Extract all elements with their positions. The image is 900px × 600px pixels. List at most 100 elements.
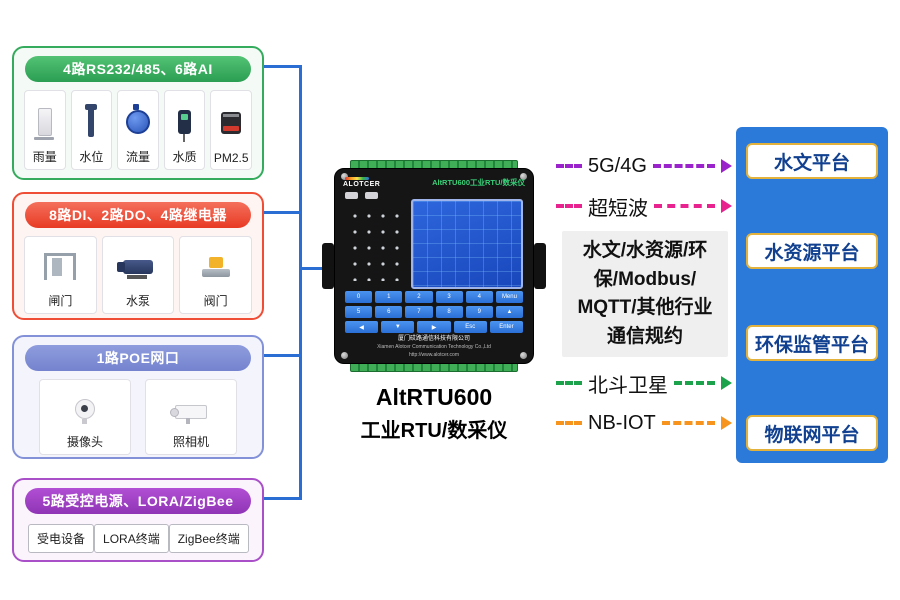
- device-type: 工业RTU/数采仪: [360, 420, 508, 442]
- dashed-line: [556, 421, 582, 425]
- link-label: NB-IOT: [588, 411, 656, 434]
- actuator-card: 水泵: [101, 236, 175, 314]
- platform-box-water-resources: 水资源平台: [746, 233, 878, 269]
- sensor-card: 雨量: [24, 90, 66, 170]
- group-header: 1路POE网口: [25, 345, 251, 371]
- pm25-sensor-image: [213, 95, 249, 151]
- water-quality-meter-image: [167, 95, 203, 148]
- device-header-strip: ALOTCER AltRTU600工业RTU/数采仪: [343, 174, 525, 190]
- device-button: [345, 192, 358, 199]
- connector-line-group3: [264, 354, 302, 357]
- link-nb-iot: NB-IOT: [556, 410, 732, 436]
- camera-card: 照相机: [145, 379, 237, 455]
- sensor-label: 水质: [172, 150, 197, 164]
- keypad-key: 1: [375, 291, 403, 303]
- led-indicator-grid: [345, 205, 403, 281]
- keypad-key: ▶: [417, 321, 451, 333]
- keypad-key: 5: [345, 306, 373, 318]
- protocol-line: MQTT/其他行业: [577, 297, 713, 318]
- rain-gauge-image: [27, 95, 63, 148]
- endpoint-row: 受电设备 LORA终端 ZigBee终端: [14, 514, 262, 553]
- camera-row: 摄像头 照相机: [14, 371, 262, 455]
- water-pump-image: [105, 241, 172, 292]
- keypad-key: 6: [375, 306, 403, 318]
- sensor-card: 水位: [70, 90, 113, 170]
- group-analog-inputs: 4路RS232/485、6路AI 雨量 水位 流量 水质 PM2.5: [12, 46, 264, 180]
- connector-line-device: [299, 267, 327, 270]
- keypad-key: ▲: [495, 306, 524, 318]
- sensor-label: 流量: [125, 150, 150, 164]
- sensor-row: 雨量 水位 流量 水质 PM2.5: [14, 82, 262, 170]
- brand-logo: ALOTCER: [343, 176, 380, 188]
- camera-label: 照相机: [172, 435, 209, 449]
- keypad-key: Enter: [489, 321, 524, 333]
- actuator-card: 闸门: [24, 236, 97, 314]
- connector-bus-line: [299, 65, 302, 500]
- link-ultrashort-wave: 超短波: [556, 193, 732, 220]
- endpoint-chip: 受电设备: [28, 524, 95, 553]
- platform-box-hydrology: 水文平台: [746, 143, 878, 179]
- actuator-label: 闸门: [48, 294, 73, 308]
- keypad-key: 7: [405, 306, 433, 318]
- group-header: 5路受控电源、LORA/ZigBee: [25, 488, 251, 514]
- group-poe-port: 1路POE网口 摄像头 照相机: [12, 335, 264, 459]
- endpoint-chip: LORA终端: [94, 524, 169, 553]
- platform-box-iot: 物联网平台: [746, 415, 878, 451]
- actuator-card: 阀门: [179, 236, 253, 314]
- arrowhead-icon: [721, 159, 732, 173]
- sensor-label: PM2.5: [213, 151, 249, 165]
- keypad-key: ▼: [381, 321, 415, 333]
- sensor-card: 水质: [163, 90, 206, 170]
- sensor-label: 雨量: [32, 150, 57, 164]
- keypad-key: 3: [435, 291, 463, 303]
- mounting-ear-right: [534, 243, 546, 289]
- connector-line-group2: [264, 211, 302, 214]
- group-header: 4路RS232/485、6路AI: [25, 56, 251, 82]
- keypad-key: 2: [405, 291, 433, 303]
- keypad-key: ◀: [345, 321, 379, 333]
- connector-line-group1: [264, 65, 302, 68]
- link-label: 5G/4G: [588, 154, 647, 177]
- sensor-card: 流量: [117, 90, 159, 170]
- device-model: AltRTU600: [375, 384, 493, 410]
- protocol-line: 水文/水资源/环: [582, 240, 708, 261]
- screw-icon: [520, 173, 527, 180]
- group-power-lora-zigbee: 5路受控电源、LORA/ZigBee 受电设备 LORA终端 ZigBee终端: [12, 478, 264, 562]
- device-button: [365, 192, 378, 199]
- platform-box-environment: 环保监管平台: [746, 325, 878, 361]
- dashed-line: [654, 204, 715, 208]
- arrowhead-icon: [721, 199, 732, 213]
- mounting-ear-left: [322, 243, 334, 289]
- dashed-line: [556, 204, 582, 208]
- dashed-line: [556, 164, 582, 168]
- screw-icon: [341, 352, 348, 359]
- protocol-line: 保/Modbus/: [593, 268, 697, 290]
- connector-line-group4: [264, 497, 302, 500]
- protocol-box: 水文/水资源/环 保/Modbus/ MQTT/其他行业 通信规约: [562, 231, 728, 357]
- sensor-label: 水位: [79, 150, 104, 164]
- dashed-line: [674, 381, 715, 385]
- protocol-line: 通信规约: [606, 325, 683, 347]
- sensor-card: PM2.5: [210, 90, 252, 170]
- group-digital-io: 8路DI、2路DO、4路继电器 闸门 水泵 阀门: [12, 192, 264, 320]
- arrowhead-icon: [721, 416, 732, 430]
- company-name-en: Xiamen Alotcer Communication Technology …: [377, 344, 491, 350]
- website-url: http://www.alotcer.com: [408, 351, 460, 358]
- box-camera-image: [148, 384, 234, 433]
- link-beidou-satellite: 北斗卫星: [556, 370, 732, 397]
- flow-meter-image: [120, 95, 156, 148]
- device-caption: AltRTU600 工业RTU/数采仪: [322, 384, 546, 443]
- screw-icon: [520, 352, 527, 359]
- actuator-row: 闸门 水泵 阀门: [14, 228, 262, 314]
- dashed-line: [652, 164, 715, 168]
- camera-label: 摄像头: [66, 435, 103, 449]
- device-footer-text: 厦门砹路通信科技有限公司 Xiamen Alotcer Communicatio…: [335, 335, 533, 359]
- actuator-label: 水泵: [126, 294, 151, 308]
- sluice-gate-image: [27, 241, 94, 292]
